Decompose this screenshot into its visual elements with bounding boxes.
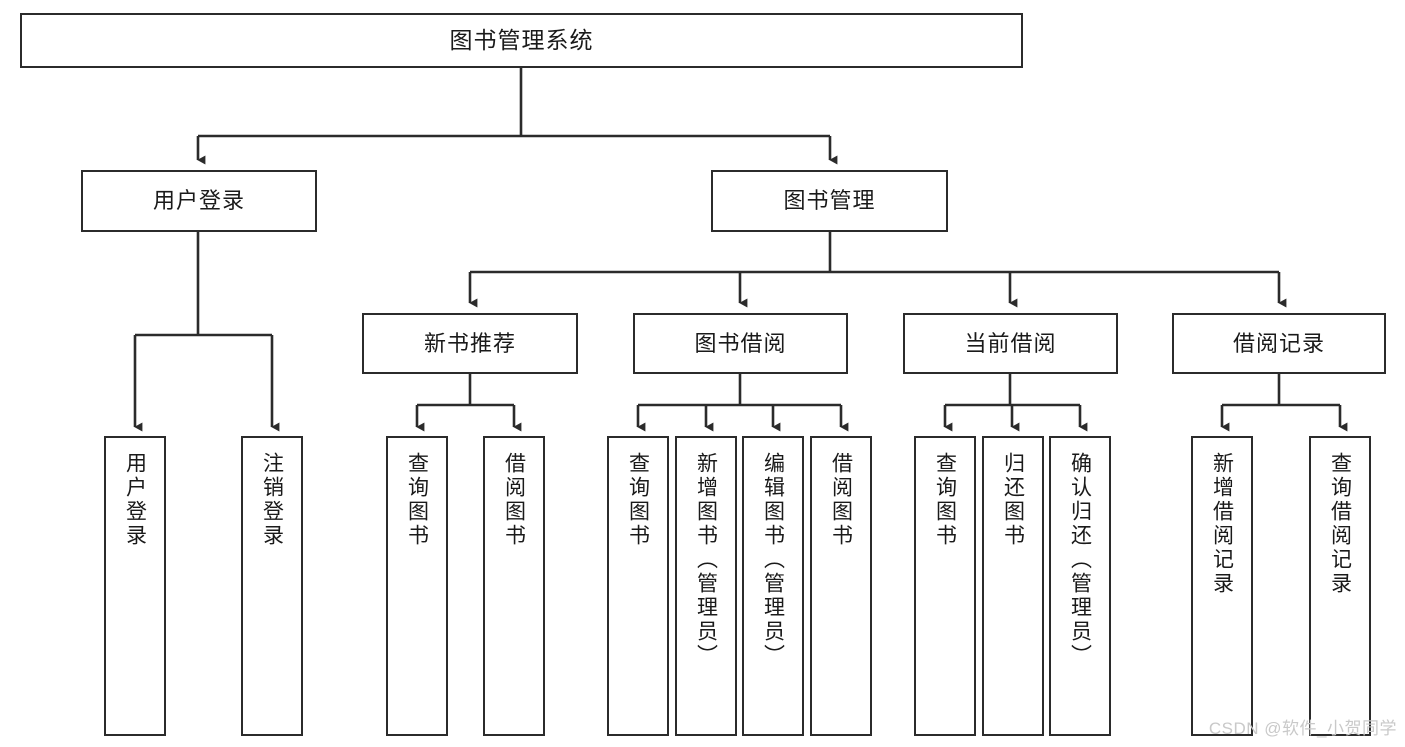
- leaf-add-borrow-record[interactable]: 新增借阅记录: [1191, 436, 1253, 736]
- leaf-query-borrow-record[interactable]: 查询借阅记录: [1309, 436, 1371, 736]
- node-borrowing-record[interactable]: 借阅记录: [1172, 313, 1386, 374]
- node-current-borrowing[interactable]: 当前借阅: [903, 313, 1118, 374]
- node-label: 用户登录: [123, 452, 147, 548]
- node-label: 新增借阅记录: [1210, 452, 1234, 596]
- node-label: 查询借阅记录: [1328, 452, 1352, 596]
- csdn-watermark: CSDN @软件_小贺同学: [1208, 719, 1397, 738]
- node-root-book-management-system[interactable]: 图书管理系统: [20, 13, 1023, 68]
- node-label: 图书管理系统: [449, 26, 594, 53]
- node-book-management[interactable]: 图书管理: [711, 170, 948, 232]
- leaf-edit-book-admin[interactable]: 编辑图书（管理员）: [742, 436, 804, 736]
- node-label: 查询图书: [626, 452, 650, 548]
- node-label: 借阅图书: [829, 452, 853, 548]
- node-label: 查询图书: [933, 452, 957, 548]
- leaf-confirm-return-admin[interactable]: 确认归还（管理员）: [1049, 436, 1111, 736]
- leaf-return-book[interactable]: 归还图书: [982, 436, 1044, 736]
- node-label: 查询图书: [405, 452, 429, 548]
- node-label: 新增图书（管理员）: [694, 452, 718, 668]
- node-label: 新书推荐: [423, 330, 516, 356]
- node-label: 用户登录: [152, 188, 245, 214]
- leaf-logout[interactable]: 注销登录: [241, 436, 303, 736]
- node-label: 归还图书: [1001, 452, 1025, 548]
- node-label: 借阅图书: [502, 452, 526, 548]
- leaf-borrow-book-recommend[interactable]: 借阅图书: [483, 436, 545, 736]
- leaf-user-login[interactable]: 用户登录: [104, 436, 166, 736]
- node-label: 图书借阅: [694, 330, 787, 356]
- node-label: 图书管理: [783, 188, 876, 214]
- node-label: 注销登录: [260, 452, 284, 548]
- leaf-query-book-current[interactable]: 查询图书: [914, 436, 976, 736]
- leaf-query-book-recommend[interactable]: 查询图书: [386, 436, 448, 736]
- node-user-login[interactable]: 用户登录: [81, 170, 317, 232]
- leaf-borrow-book[interactable]: 借阅图书: [810, 436, 872, 736]
- node-new-book-recommendation[interactable]: 新书推荐: [362, 313, 578, 374]
- leaf-add-book-admin[interactable]: 新增图书（管理员）: [675, 436, 737, 736]
- node-label: 确认归还（管理员）: [1068, 452, 1092, 668]
- leaf-query-book-borrow[interactable]: 查询图书: [607, 436, 669, 736]
- node-label: 当前借阅: [964, 330, 1057, 356]
- node-book-borrowing[interactable]: 图书借阅: [633, 313, 848, 374]
- node-label: 编辑图书（管理员）: [761, 452, 785, 668]
- node-label: 借阅记录: [1232, 330, 1325, 356]
